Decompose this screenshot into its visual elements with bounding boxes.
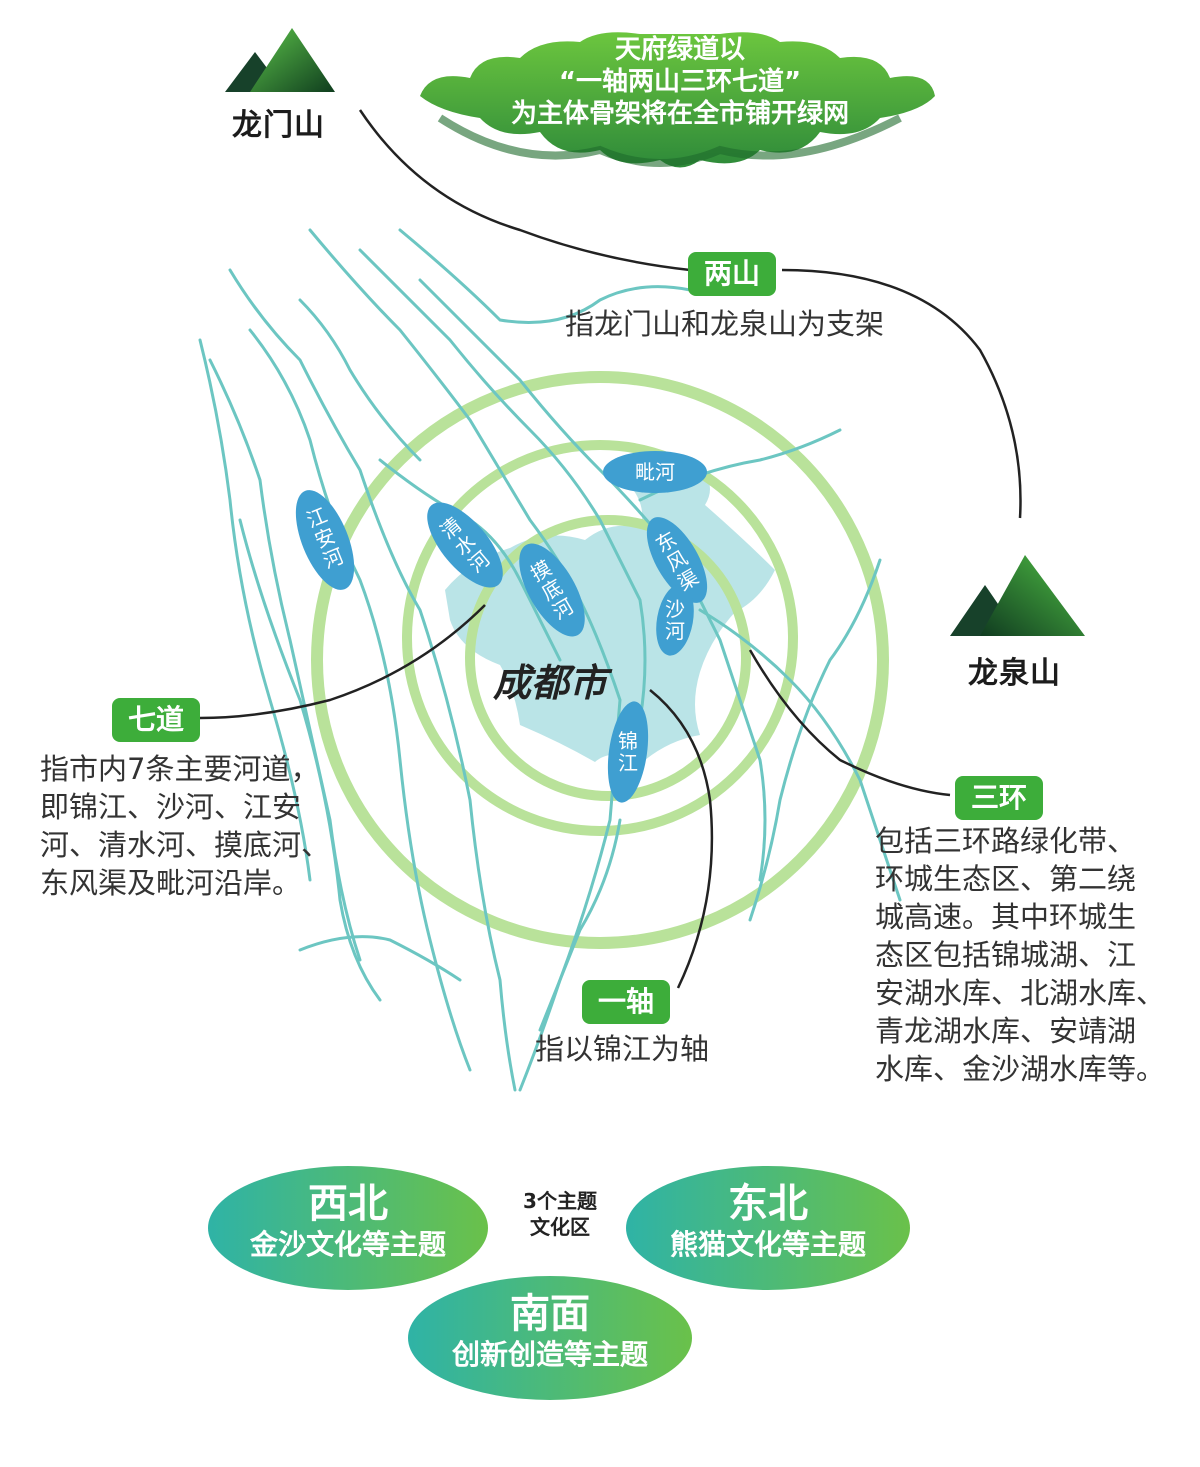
river-modi-marker	[519, 543, 585, 637]
theme-northwest-shape	[208, 1166, 488, 1290]
theme-northwest-title: 西北	[308, 1181, 388, 1227]
tag-liangshan: 两山	[688, 252, 777, 296]
city-area	[445, 461, 775, 762]
river-sha-label: 沙河	[665, 597, 685, 643]
theme-south-shape	[408, 1276, 692, 1400]
river-pi-marker	[603, 451, 707, 493]
desc-liangshan: 指龙门山和龙泉山为支架	[565, 307, 885, 341]
theme-south-title: 南面	[510, 1291, 590, 1337]
banner-text: 天府绿道以 “一轴两山三环七道” 为主体骨架将在全市铺开绿网	[470, 34, 890, 130]
banner	[420, 32, 935, 168]
desc-qidao: 指市内7条主要河道， 即锦江、沙河、江安 河、清水河、摸底河、 东风渠及毗河沿岸…	[40, 750, 330, 902]
river-sha-marker	[656, 584, 694, 656]
theme-northwest-subtitle: 金沙文化等主题	[249, 1228, 446, 1261]
theme-northeast-shape	[626, 1166, 910, 1290]
desc-qidao-line: 东风渠及毗河沿岸。	[40, 866, 302, 900]
river-qingshui-marker	[427, 502, 503, 588]
theme-ellipses	[208, 1166, 910, 1400]
banner-line-3: 为主体骨架将在全市铺开绿网	[510, 99, 849, 129]
theme-south: 南面 创新创造等主题	[408, 1290, 692, 1372]
river-jin-marker	[607, 701, 649, 803]
desc-sanhuan: 包括三环路绿化带、 环城生态区、第二绕 城高速。其中环城生 态区包括锦城湖、江 …	[875, 822, 1165, 1088]
desc-qidao-line: 即锦江、沙河、江安	[40, 790, 302, 824]
longquan-label: 龙泉山	[968, 656, 1061, 691]
desc-sanhuan-line: 安湖水库、北湖水库、	[875, 976, 1166, 1010]
desc-qidao-line: 河、清水河、摸底河、	[40, 828, 331, 862]
tag-sanhuan: 三环	[955, 776, 1044, 820]
connector-lines	[199, 109, 1022, 989]
river-jiangan-marker	[295, 490, 355, 590]
theme-northeast: 东北 熊猫文化等主题	[626, 1180, 910, 1262]
desc-sanhuan-line: 水库、金沙湖水库等。	[875, 1052, 1166, 1086]
banner-line-1: 天府绿道以	[614, 35, 745, 65]
three-rings	[311, 371, 889, 949]
theme-northeast-title: 东北	[728, 1181, 808, 1227]
desc-yizhou: 指以锦江为轴	[535, 1032, 710, 1066]
river-markers	[295, 451, 708, 803]
river-dongfeng-marker	[646, 517, 708, 603]
theme-center-note-line: 3个主题	[523, 1189, 597, 1213]
theme-northeast-subtitle: 熊猫文化等主题	[669, 1228, 866, 1261]
desc-sanhuan-line: 包括三环路绿化带、	[875, 824, 1137, 858]
tag-qidao: 七道	[112, 698, 201, 742]
theme-northwest: 西北 金沙文化等主题	[208, 1180, 488, 1262]
theme-center-note: 3个主题 文化区	[508, 1188, 612, 1240]
city-name: 成都市	[493, 661, 608, 705]
river-pi-label: 毗河	[635, 460, 675, 484]
theme-center-note-line: 文化区	[530, 1215, 590, 1239]
desc-qidao-line: 指市内7条主要河道，	[40, 752, 320, 786]
desc-sanhuan-line: 环城生态区、第二绕	[875, 862, 1137, 896]
longmen-label: 龙门山	[232, 108, 325, 143]
banner-line-2: “一轴两山三环七道”	[558, 67, 802, 97]
longmen-mountain-icon	[225, 28, 335, 92]
desc-sanhuan-line: 青龙湖水库、安靖湖	[875, 1014, 1137, 1048]
longquan-mountain-icon	[950, 555, 1085, 636]
tag-yizhou: 一轴	[582, 980, 671, 1024]
river-jin-label: 锦江	[618, 729, 638, 775]
theme-south-subtitle: 创新创造等主题	[451, 1338, 648, 1371]
desc-sanhuan-line: 态区包括锦城湖、江	[875, 938, 1137, 972]
desc-sanhuan-line: 城高速。其中环城生	[875, 900, 1137, 934]
